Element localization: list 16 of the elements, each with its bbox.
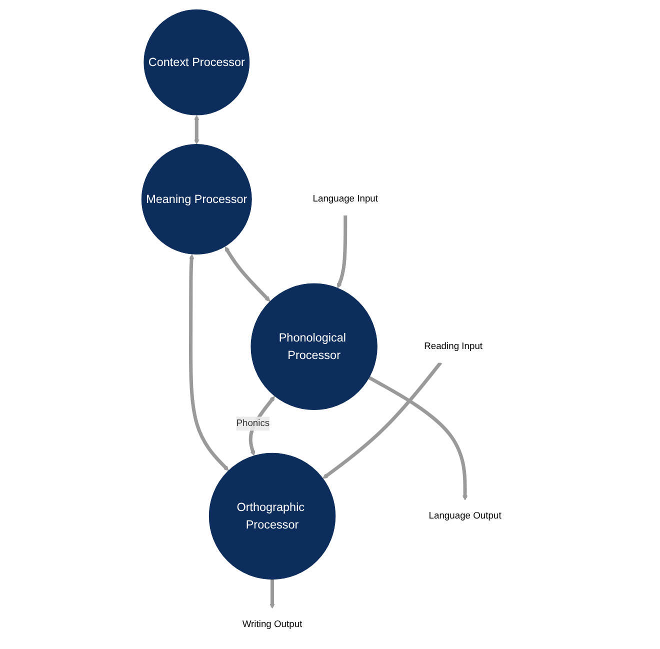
arrow: [322, 360, 442, 478]
node-circle: Context Processor: [143, 8, 250, 115]
node-circle: Meaning Processor: [141, 144, 252, 254]
node-text: Language Output: [428, 510, 501, 520]
node-text: Writing Output: [242, 618, 302, 629]
node-circle: Orthographic Processor: [208, 452, 336, 580]
node-circle: Phonological Processor: [250, 282, 378, 410]
node-text: Reading Input: [424, 340, 482, 351]
arrow: [368, 376, 468, 500]
arrow: [224, 246, 270, 302]
edge-label: Phonics: [236, 418, 270, 428]
arrow: [269, 578, 275, 608]
arrow: [194, 114, 199, 144]
arrow: [336, 214, 347, 288]
node-text: Language Input: [312, 194, 378, 204]
arrow: [188, 254, 228, 470]
